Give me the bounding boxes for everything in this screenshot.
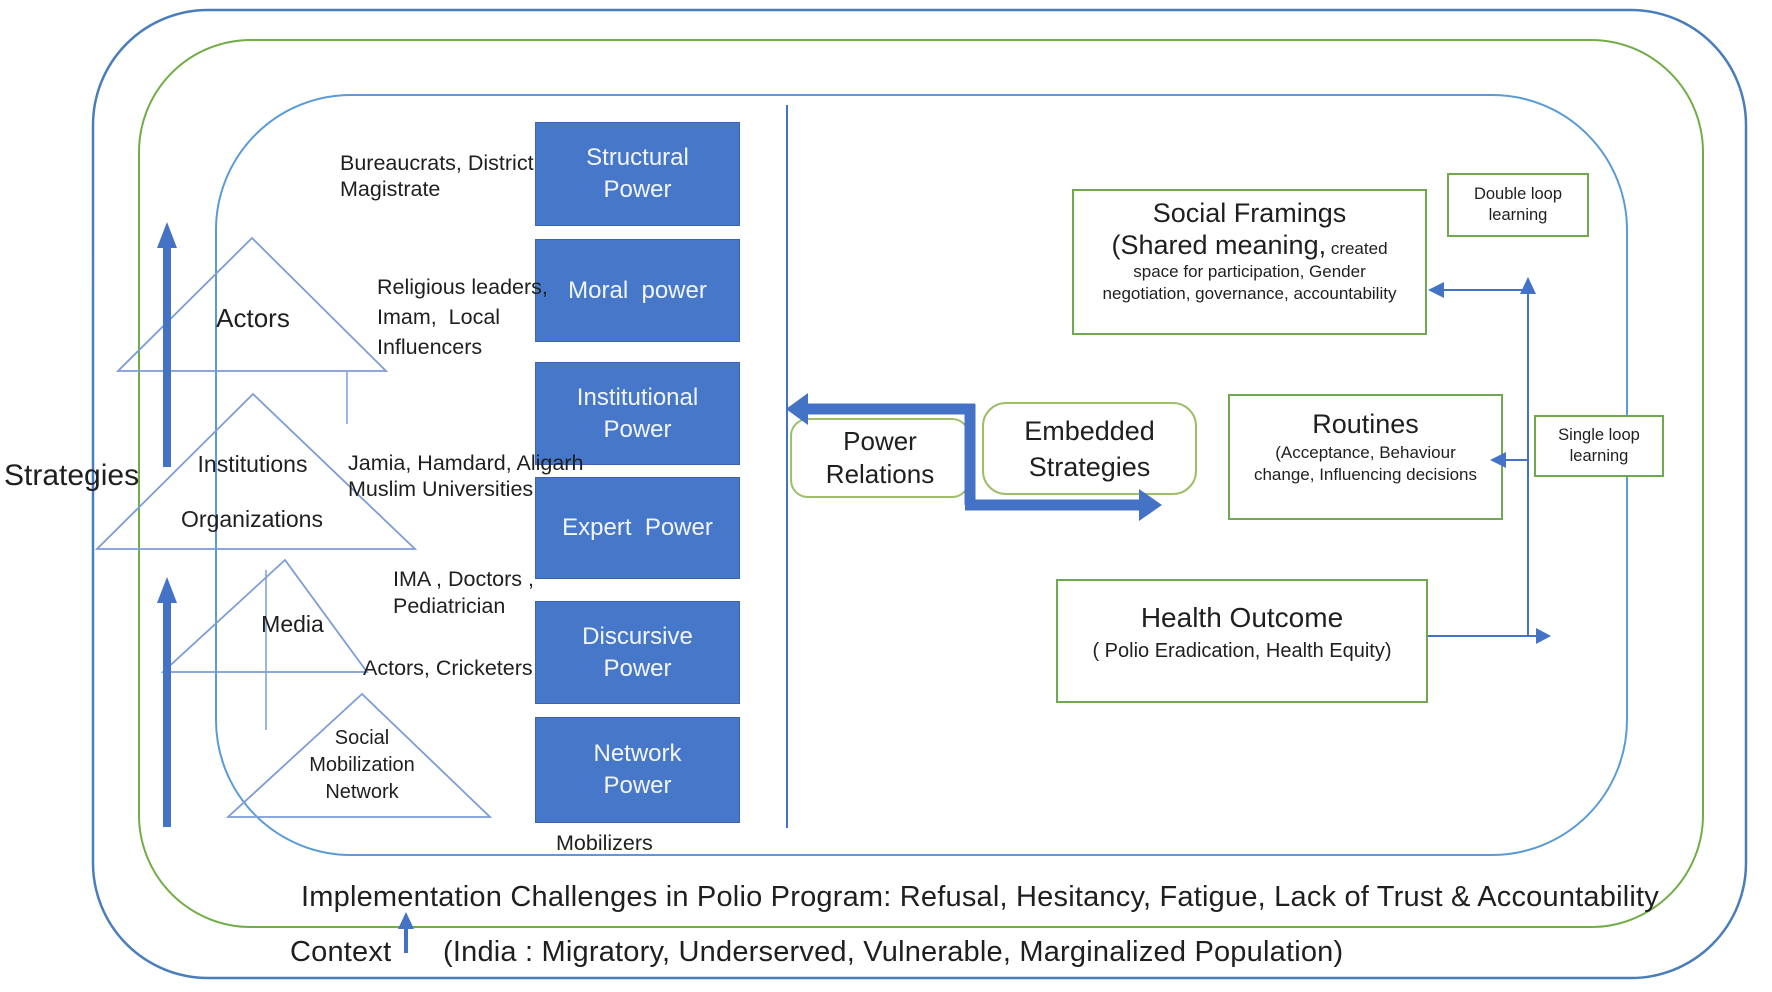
social-framings-subtitle-small: created xyxy=(1326,239,1388,258)
power-relations-line2: Relations xyxy=(825,459,935,489)
routines-detail1: (Acceptance, Behaviour xyxy=(1275,443,1456,462)
annotation-religious-line1: Religious leaders, xyxy=(377,275,548,299)
power-box-institutional-line2: Power xyxy=(603,415,672,443)
embedded-strategies-box: Embedded Strategies xyxy=(982,402,1197,495)
annotation-actors-cricketers: Actors, Cricketers xyxy=(363,655,533,681)
context-label-text: Context xyxy=(290,936,392,968)
annotation-mobilizers: Mobilizers xyxy=(556,830,653,856)
annotation-mobilizers-line1: Mobilizers xyxy=(556,831,653,855)
routines-title: Routines xyxy=(1312,409,1419,439)
strategies-axis-label: Strategies xyxy=(4,459,139,493)
single-loop-line1: Single loop xyxy=(1558,426,1640,444)
outer-context-boundary xyxy=(91,8,1748,980)
power-relations-line1: Power xyxy=(843,426,917,456)
annotation-religious-line2: Imam, Local xyxy=(377,305,501,329)
health-outcome-detail: ( Polio Eradication, Health Equity) xyxy=(1092,640,1392,662)
health-outcome-title: Health Outcome xyxy=(1140,602,1344,633)
power-box-discursive-line1: Discursive xyxy=(582,622,693,650)
annotation-actors-cricketers-line1: Actors, Cricketers xyxy=(363,656,533,680)
strategies-label-text: Strategies xyxy=(4,459,140,492)
power-box-expert-line1: Expert Power xyxy=(562,514,713,542)
media-triangle xyxy=(160,558,369,673)
annotation-bureaucrats: Bureaucrats, District Magistrate xyxy=(340,150,534,202)
implementation-challenges-boundary xyxy=(138,39,1704,928)
embedded-strategies-line1: Embedded xyxy=(1024,415,1155,446)
institutions-triangle xyxy=(94,392,418,550)
context-detail: (India : Migratory, Underserved, Vulnera… xyxy=(443,936,1343,969)
institutions-label-text: Institutions xyxy=(197,451,308,477)
power-box-expert: Expert Power xyxy=(535,477,740,579)
annotation-bureaucrats-line2: Magistrate xyxy=(340,177,441,201)
institutions-label: Institutions xyxy=(175,451,330,478)
annotation-religious-line3: Influencers xyxy=(377,335,483,359)
annotation-doctors: IMA , Doctors , Pediatrician xyxy=(393,566,534,620)
power-box-institutional-line1: Institutional xyxy=(576,383,699,411)
annotation-doctors-line1: IMA , Doctors , xyxy=(393,567,534,591)
power-box-structural-line1: Structural xyxy=(586,144,689,172)
smn-label-line1: Social xyxy=(334,727,390,749)
power-box-moral-line1: Moral power xyxy=(568,276,707,304)
health-outcome-box: Health Outcome ( Polio Eradication, Heal… xyxy=(1056,579,1428,703)
routines-detail2: change, Influencing decisions xyxy=(1253,465,1478,484)
annotation-religious-leaders: Religious leaders, Imam, Local Influence… xyxy=(377,272,548,362)
actors-triangle-label: Actors xyxy=(192,303,314,334)
social-mobilization-label: Social Mobilization Network xyxy=(297,725,427,806)
social-framings-detail1: space for participation, Gender xyxy=(1133,262,1366,281)
double-loop-line1: Double loop xyxy=(1473,185,1563,203)
media-label-text: Media xyxy=(261,611,324,637)
power-box-structural-line2: Power xyxy=(603,176,672,203)
context-detail-text: (India : Migratory, Underserved, Vulnera… xyxy=(443,936,1344,968)
power-box-moral: Moral power xyxy=(535,239,740,342)
smn-label-line2: Mobilization xyxy=(309,754,415,776)
smn-label-line3: Network xyxy=(325,781,399,803)
annotation-doctors-line2: Pediatrician xyxy=(393,594,506,618)
power-box-network-line1: Network xyxy=(593,740,682,768)
social-framings-box: Social Framings (Shared meaning, created… xyxy=(1072,189,1427,335)
annotation-universities-line2: Muslim Universities xyxy=(348,477,534,501)
single-loop-learning-box: Single loop learning xyxy=(1534,415,1664,477)
double-loop-line2: learning xyxy=(1488,206,1548,224)
power-relations-box: Power Relations xyxy=(790,418,970,498)
power-box-discursive-line2: Power xyxy=(603,654,672,682)
social-framings-title: Social Framings xyxy=(1152,198,1347,228)
annotation-universities-line1: Jamia, Hamdard, Aligarh xyxy=(348,451,584,475)
embedded-strategies-line2: Strategies xyxy=(1028,451,1151,482)
single-loop-line2: learning xyxy=(1569,447,1629,465)
double-loop-learning-box: Double loop learning xyxy=(1447,173,1589,237)
implementation-challenges-line: Implementation Challenges in Polio Progr… xyxy=(301,881,1659,913)
routines-box: Routines (Acceptance, Behaviour change, … xyxy=(1228,394,1503,520)
context-label: Context xyxy=(290,936,391,969)
social-framings-subtitle: (Shared meaning, xyxy=(1111,230,1327,260)
annotation-universities: Jamia, Hamdard, Aligarh Muslim Universit… xyxy=(348,450,583,502)
organizations-label: Organizations xyxy=(162,506,342,533)
implementation-challenges-text: Implementation Challenges in Polio Progr… xyxy=(240,881,1720,914)
social-framings-detail2: negotiation, governance, accountability xyxy=(1102,284,1397,303)
organizations-label-text: Organizations xyxy=(181,506,323,532)
social-mobilization-triangle xyxy=(225,692,493,818)
actors-triangle xyxy=(115,236,389,372)
actors-label-text: Actors xyxy=(216,303,290,333)
power-box-network-line2: Power xyxy=(603,772,672,799)
media-triangle-label: Media xyxy=(240,611,345,638)
annotation-bureaucrats-line1: Bureaucrats, District xyxy=(340,151,534,175)
